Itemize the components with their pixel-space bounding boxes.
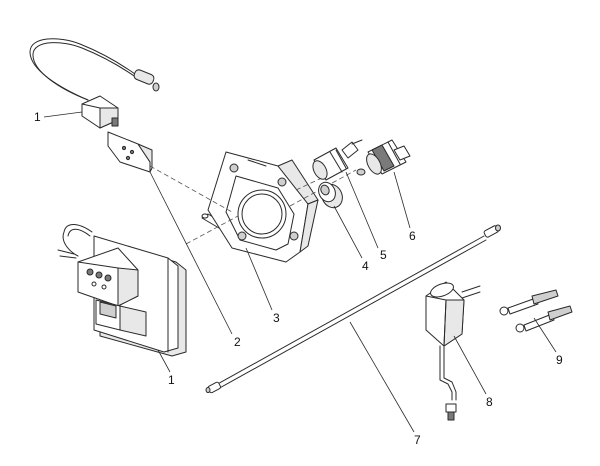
callout-5: 5	[380, 248, 387, 262]
callout-2: 2	[234, 335, 241, 349]
mounting-frame	[207, 151, 319, 263]
callout-1-housing: 1	[168, 373, 175, 387]
knob-cap	[318, 181, 343, 209]
callout-labels: 1 1 2 3 4 5 6 7 8 9	[34, 110, 563, 447]
cable	[205, 224, 501, 394]
sensor-with-cable	[29, 38, 160, 173]
callout-7: 7	[414, 433, 421, 447]
callout-6: 6	[409, 229, 416, 243]
leader-lines	[43, 111, 557, 433]
control-housing	[57, 224, 187, 357]
screws-and-anchors	[499, 289, 573, 333]
callout-8: 8	[486, 395, 493, 409]
callout-3: 3	[273, 311, 280, 325]
callout-4: 4	[362, 259, 369, 273]
valve-connector	[312, 139, 363, 181]
power-adapter	[425, 281, 481, 421]
cartridge	[356, 139, 411, 176]
callout-9: 9	[556, 353, 563, 367]
callout-1-sensor: 1	[34, 110, 41, 124]
